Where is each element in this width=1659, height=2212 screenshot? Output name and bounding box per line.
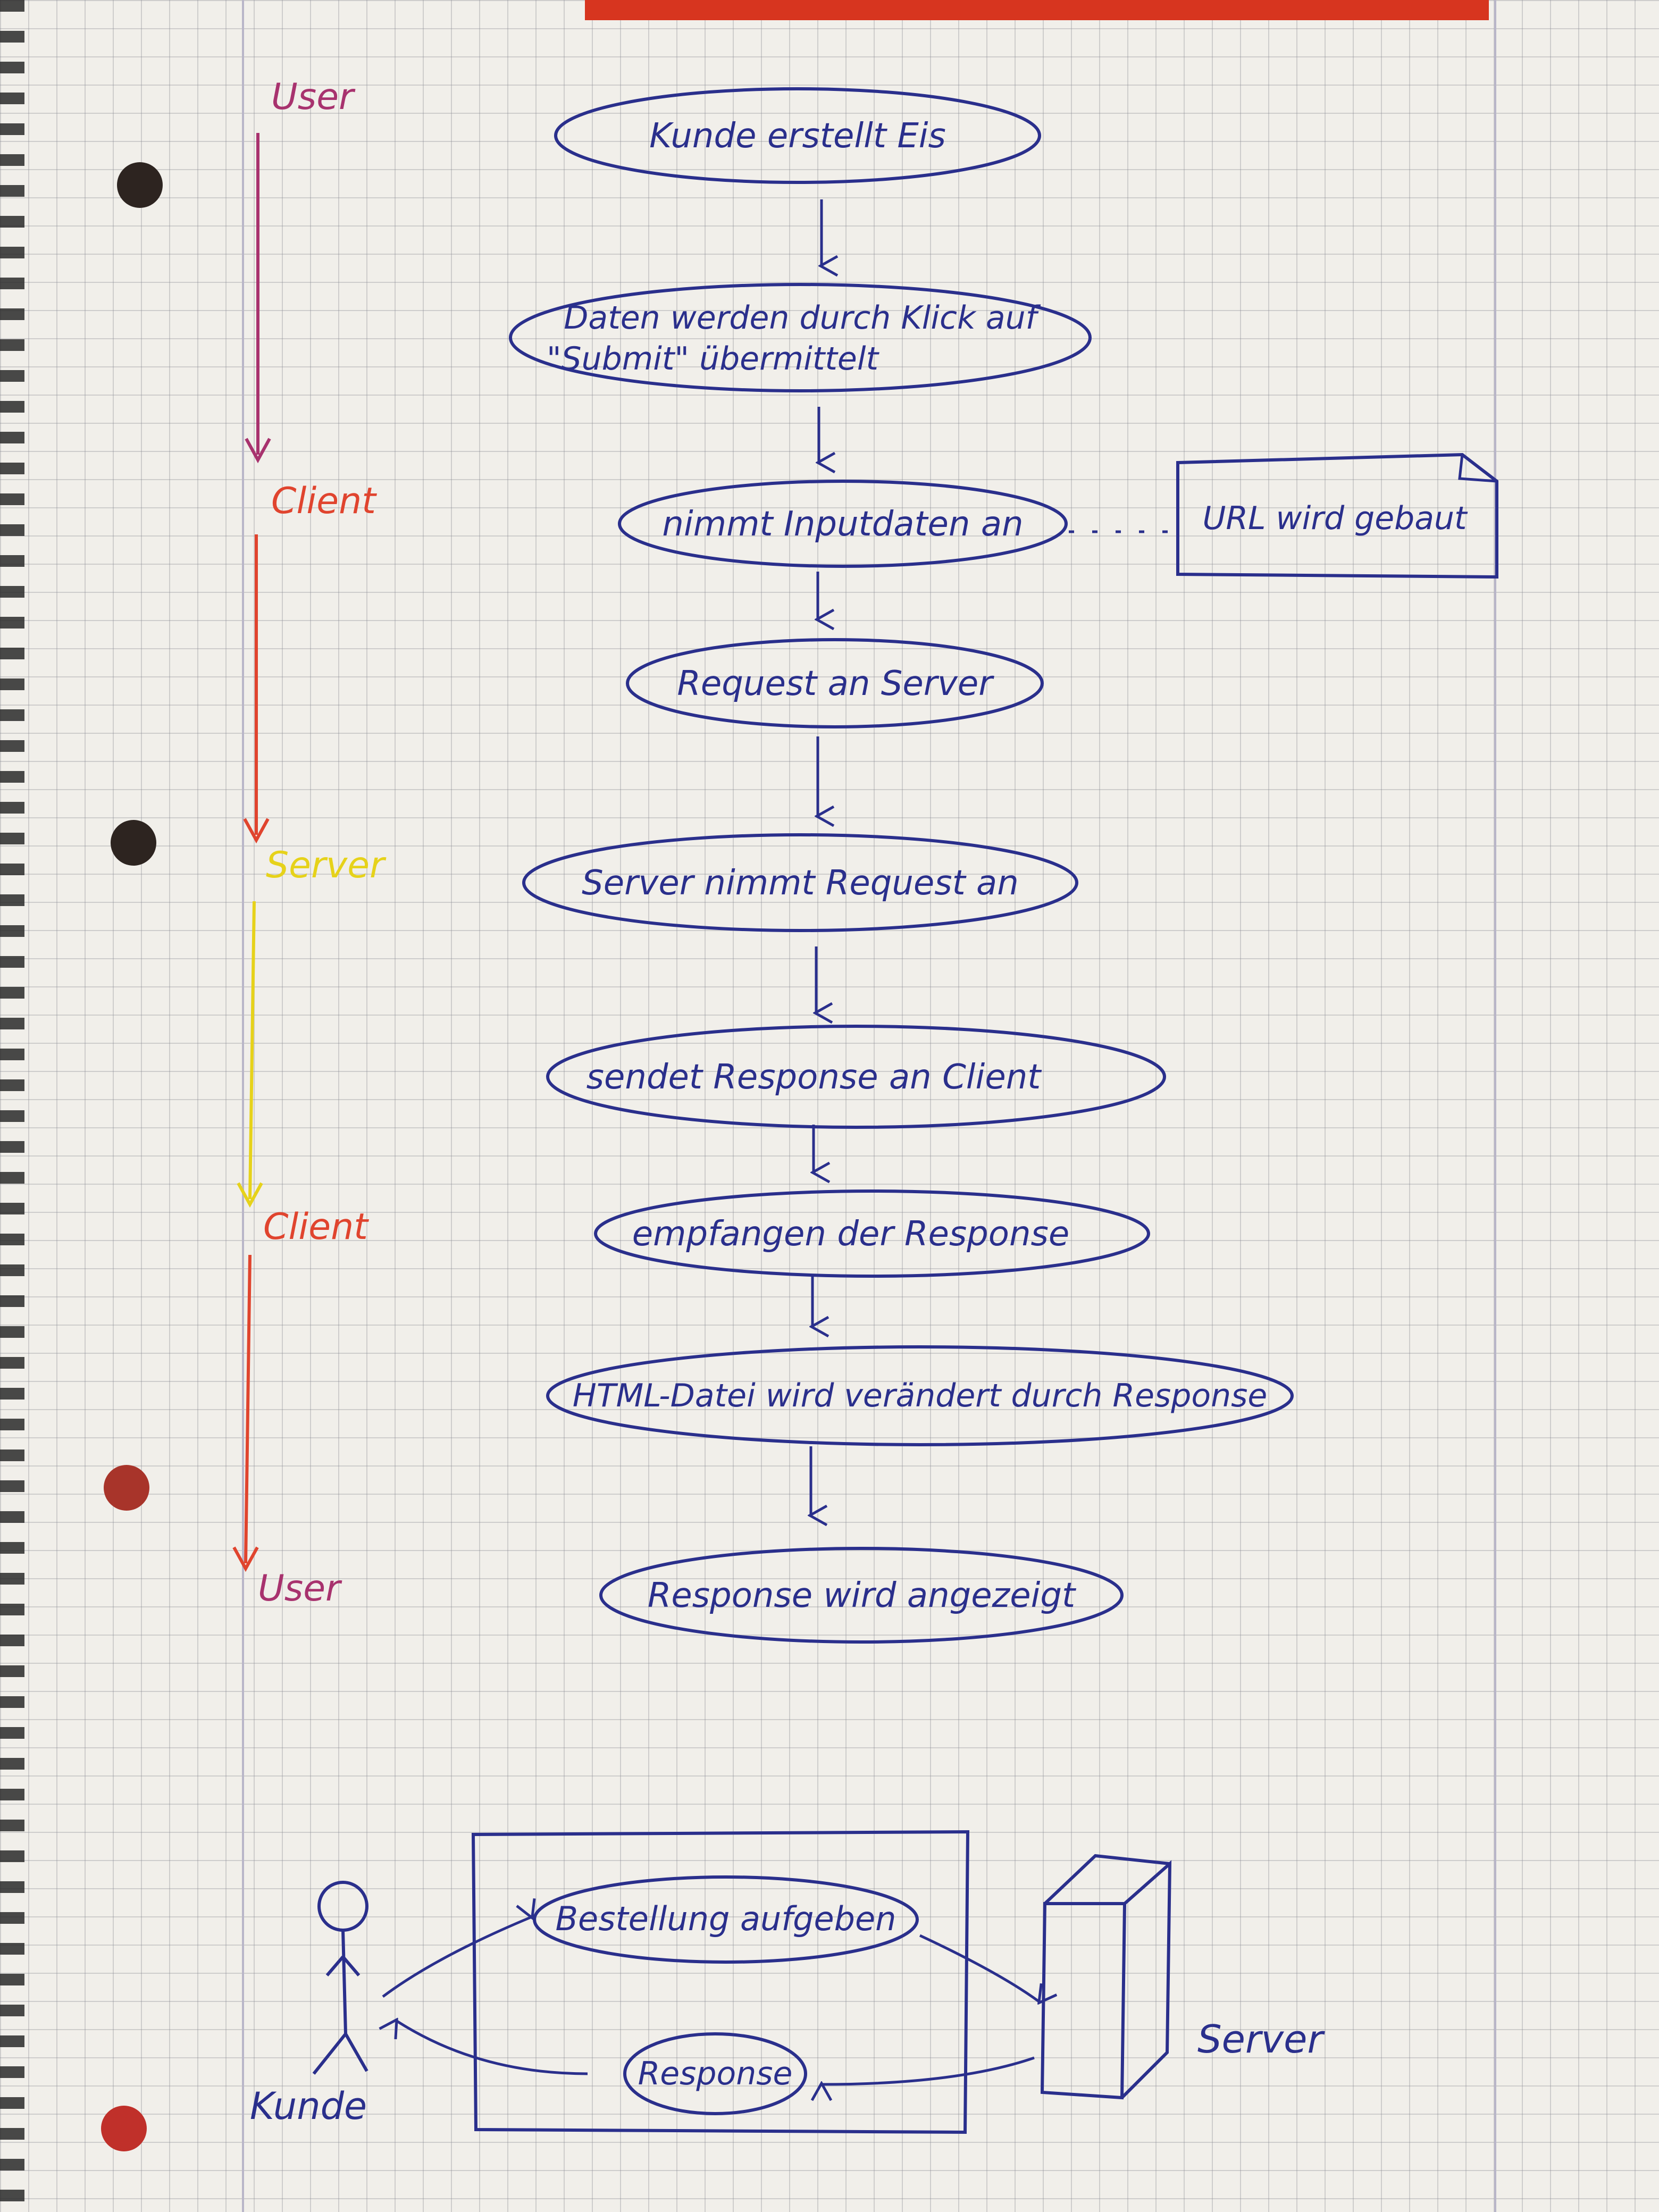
step-text-line2: "Submit" übermittelt — [547, 340, 880, 378]
system-boundary — [471, 1830, 970, 2134]
step-oval — [626, 638, 1044, 728]
arrow-order-to-server — [919, 1934, 1040, 2002]
usecase-response: Response — [623, 2032, 807, 2115]
step-oval — [599, 1547, 1124, 1644]
actor-body — [341, 1930, 347, 2034]
usecase-oval — [623, 2032, 807, 2115]
step-2: Daten werden durch Klick auf "Submit" üb… — [509, 283, 1092, 392]
step-oval — [618, 480, 1068, 568]
lane-label: Server — [266, 844, 387, 886]
margin-line — [242, 0, 244, 2212]
lane-arrowhead — [245, 438, 271, 464]
step-8: HTML-Datei wird verändert durch Response — [546, 1345, 1294, 1446]
actor-leg-left — [312, 2033, 347, 2075]
note-outline — [1176, 453, 1498, 579]
lane-client-2: Client — [232, 1206, 369, 1572]
step-7: empfangen der Response — [594, 1189, 1150, 1278]
arrow-server-to-response — [822, 2056, 1035, 2084]
binding-strip — [585, 0, 1489, 20]
step-oval — [522, 833, 1078, 932]
punch-hole — [111, 820, 156, 866]
usecase-text: Bestellung aufgeben — [556, 1899, 896, 1938]
punch-hole — [101, 2106, 147, 2151]
step-3: nimmt Inputdaten an — [618, 480, 1068, 568]
step-text: Server nimmt Request an — [582, 864, 1019, 903]
step-1: Kunde erstellt Eis — [554, 87, 1041, 184]
right-margin-line — [1494, 0, 1496, 2212]
step-oval — [546, 1025, 1166, 1129]
step-text: Request an Server — [677, 664, 994, 703]
step-text: empfangen der Response — [632, 1214, 1069, 1254]
lane-label: Client — [271, 480, 377, 522]
arrow-response-to-actor — [396, 2021, 588, 2075]
step-text: nimmt Inputdaten an — [662, 505, 1023, 544]
spiral-binding — [0, 0, 24, 2212]
arrow-actor-to-order — [382, 1917, 532, 1998]
lane-user-bottom: User — [258, 1568, 342, 1610]
step-4: Request an Server — [626, 638, 1044, 728]
step-oval — [554, 87, 1041, 184]
step-oval — [594, 1189, 1150, 1278]
step-text: Kunde erstellt Eis — [649, 116, 946, 156]
note-corner-fold — [1458, 454, 1497, 483]
lane-label: Client — [263, 1206, 369, 1248]
step-5: Server nimmt Request an — [522, 833, 1078, 932]
lane-label: User — [271, 76, 356, 118]
lane-label: User — [258, 1568, 342, 1610]
step-6: sendet Response an Client — [546, 1025, 1166, 1129]
step-oval — [509, 283, 1092, 392]
note-text: URL wird gebaut — [1202, 500, 1468, 537]
server-icon — [1040, 1854, 1172, 2100]
actor-arm-left — [325, 1956, 345, 1976]
lane-arrowhead — [243, 818, 270, 844]
actor-leg-right — [344, 2033, 368, 2072]
lane-client-1: Client — [243, 480, 377, 844]
note-box: URL wird gebaut — [1176, 453, 1498, 579]
server-front — [1040, 1902, 1127, 2100]
lane-arrowhead — [232, 1546, 259, 1572]
server-label: Server — [1197, 2017, 1326, 2062]
lane-user-top: User — [245, 76, 356, 464]
step-text-line1: Daten werden durch Klick auf — [564, 299, 1041, 337]
step-oval — [546, 1345, 1294, 1446]
punch-hole — [117, 162, 163, 208]
server-top — [1043, 1854, 1170, 1905]
usecase-diagram: Kunde Bestellung aufgeben Response Serve… — [250, 1830, 1326, 2134]
usecase-text: Response — [638, 2055, 793, 2092]
step-text: Response wird angezeigt — [648, 1576, 1077, 1615]
lane-arrow — [248, 901, 256, 1200]
actor-head — [317, 1881, 368, 1932]
lane-server: Server — [237, 844, 387, 1208]
actor-stick-figure — [312, 1881, 368, 2075]
punch-hole — [104, 1465, 149, 1511]
step-9: Response wird angezeigt — [599, 1547, 1124, 1644]
step-text: HTML-Datei wird verändert durch Response — [573, 1377, 1268, 1414]
usecase-order: Bestellung aufgeben — [533, 1875, 919, 1964]
lane-arrow — [244, 1254, 252, 1564]
lane-arrowhead — [237, 1182, 263, 1208]
actor-arm-right — [341, 1956, 361, 1976]
actor-label: Kunde — [250, 2084, 367, 2128]
server-side — [1120, 1860, 1172, 2099]
step-text: sendet Response an Client — [586, 1058, 1043, 1097]
